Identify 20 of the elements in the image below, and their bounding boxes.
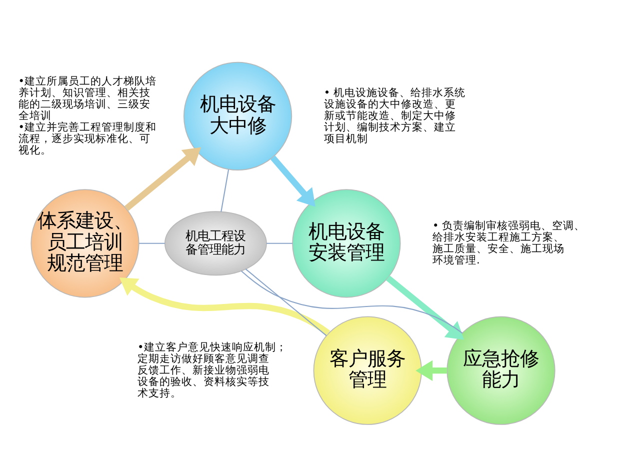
arrow: [124, 147, 201, 211]
node-label: •建立并完善工程管理制度和流程，逐步实现标准化、可视化。: [18, 121, 157, 156]
arrow: [386, 275, 464, 340]
node-label: • 负责编制审核强弱电、空调、给排水安装工程施工方案、施工质量、安全、施工现场环境管理.: [432, 220, 586, 266]
connector: [266, 242, 292, 244]
node-label: •建立客户意见快速响应机制；定期走访做好顾客意见调查反馈工作、新接业物强弱电设备的验收、资料核实等技术支持。: [138, 341, 287, 400]
node-label: •建立所属员工的人才梯队培养计划、知识管理、相关技能的二级现场培训、三级安全培训: [18, 76, 157, 122]
connector: [240, 270, 463, 334]
node-circle: 机电设备大中修: [183, 62, 292, 171]
node-circle: 客户服务管理: [313, 316, 422, 425]
node-label: • 机电设施设备、给排水系统设施设备的大中修改造、更新或节能改造、制定大中修计划、编制技术方案、建立项目机制: [324, 86, 466, 145]
connector: [245, 268, 327, 336]
connector: [220, 169, 230, 212]
arrow: [119, 277, 330, 336]
node-circle: 机电设备安装管理: [292, 189, 401, 298]
node-circle: 应急抢修能力: [446, 316, 556, 425]
connector: [139, 242, 165, 244]
arrow: [270, 155, 316, 207]
arrow: [416, 360, 447, 381]
node-ellipse: 机电工程设备管理能力: [164, 211, 267, 276]
